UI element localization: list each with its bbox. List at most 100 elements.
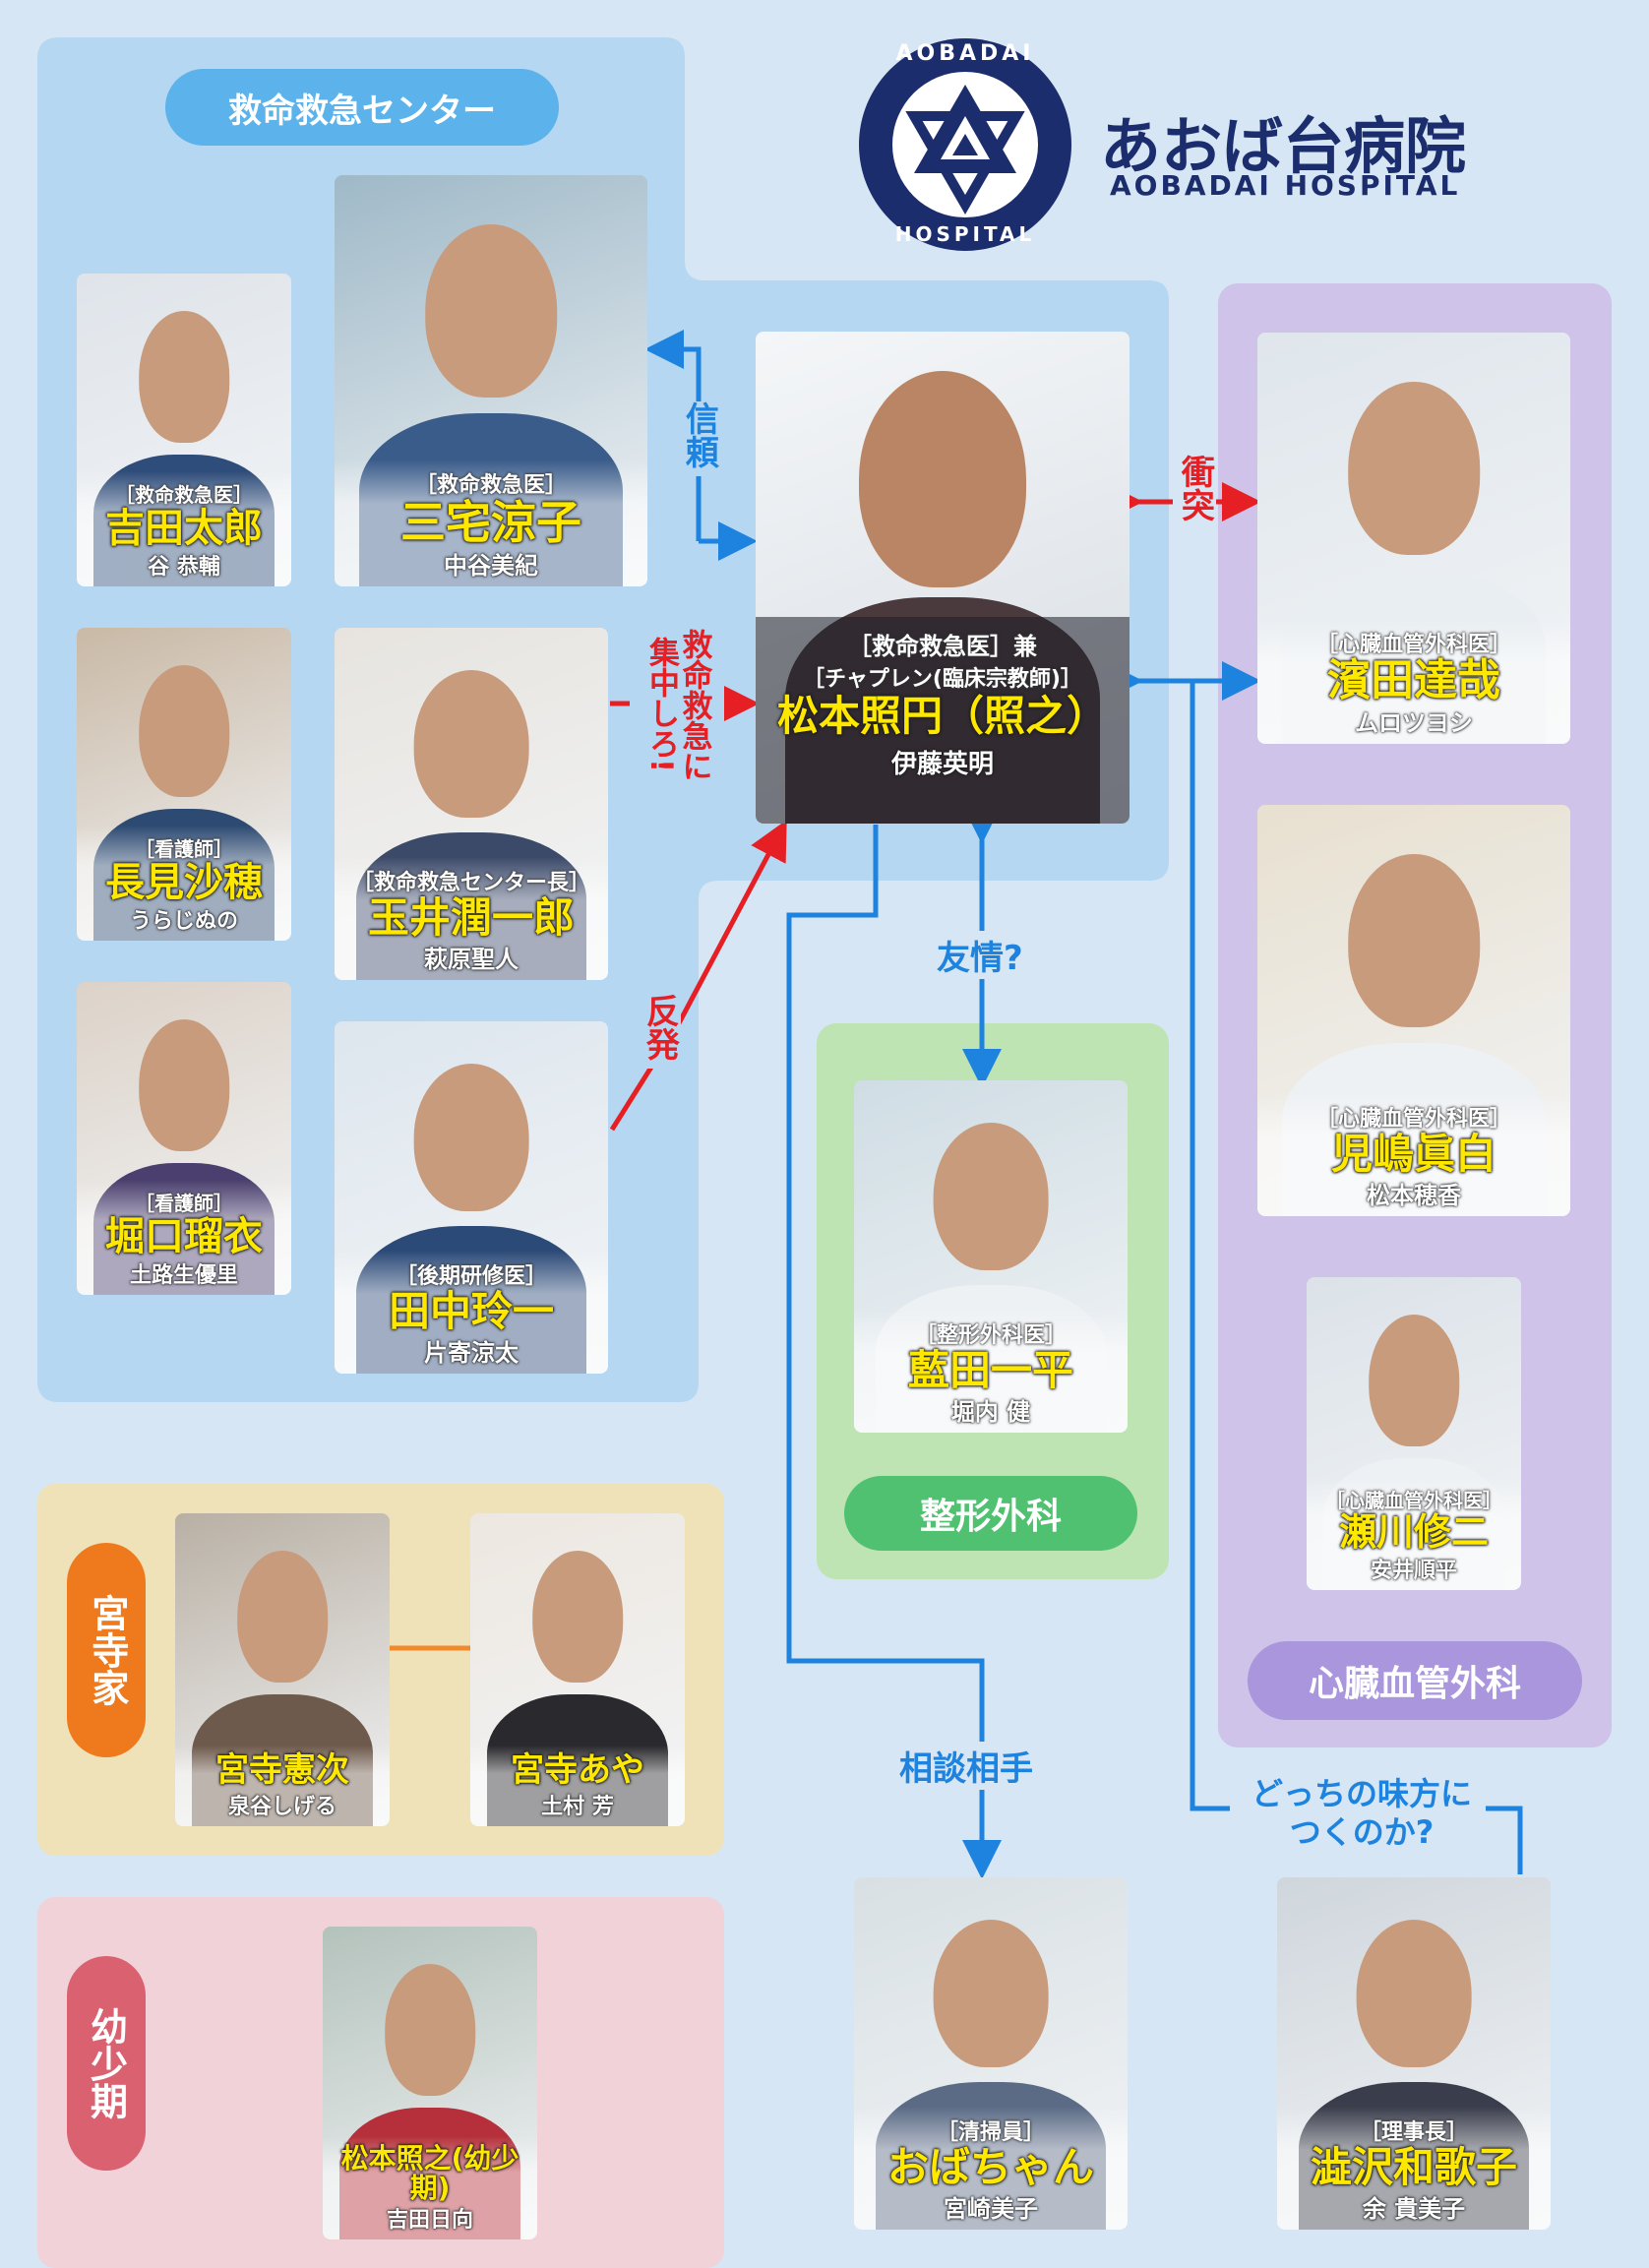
actor-horiguchi: 土路生優里 <box>129 1263 238 1288</box>
role-horiguchi: ［看護師］ <box>135 1192 233 1215</box>
actor-matsumoto: 伊藤英明 <box>890 750 994 780</box>
actor-tanaka: 片寄涼太 <box>424 1339 519 1367</box>
rebel-connector <box>609 820 787 1132</box>
portrait-head <box>139 1019 229 1151</box>
childhood-pill-label: 幼少期 <box>84 2007 128 2119</box>
name-kojima: 児嶋眞白 <box>1330 1129 1496 1178</box>
caption-yoshida: ［救命救急医］吉田太郎谷 恭輔 <box>77 471 291 586</box>
actor-obachan: 宮崎美子 <box>944 2195 1038 2223</box>
rebel-label: 反発 <box>638 994 681 1069</box>
emergency-center-pill: 救命救急センター <box>165 69 559 146</box>
side-connector <box>1190 681 1523 1874</box>
focus-label-text: 救命救急に集中しろ! <box>643 628 712 781</box>
portrait-head <box>532 1551 623 1683</box>
role-obachan: ［清掃員］ <box>936 2119 1045 2145</box>
actor-nagami: うらじぬの <box>129 909 238 934</box>
name-tanaka: 田中玲一 <box>388 1286 554 1335</box>
orthopedics-pill: 整形外科 <box>844 1476 1137 1551</box>
portrait-head <box>933 1122 1049 1271</box>
character-card-segawa[interactable]: ［心臓血管外科医］瀬川修二安井順平 <box>1307 1277 1521 1590</box>
character-card-hamada[interactable]: ［心臓血管外科医］濱田達哉ムロツヨシ <box>1257 333 1570 744</box>
name-matsumoto: 松本照円（照之） <box>776 692 1108 740</box>
cardio-pill: 心臓血管外科 <box>1248 1641 1582 1720</box>
character-card-shibusawa[interactable]: ［理事長］澁沢和歌子余 貴美子 <box>1277 1877 1551 2230</box>
name-horiguchi: 堀口瑠衣 <box>105 1214 263 1259</box>
character-card-tamai[interactable]: ［救命救急センター長］玉井潤一郎萩原聖人 <box>335 628 608 980</box>
role-yoshida: ［救命救急医］ <box>115 483 253 507</box>
side-label-line2: つくのか? <box>1289 1813 1435 1852</box>
trust-connector-top <box>644 330 702 413</box>
rebel-label-text: 反発 <box>640 994 680 1061</box>
name-aya: 宮寺あや <box>511 1750 644 1791</box>
character-card-kojima[interactable]: ［心臓血管外科医］児嶋眞白松本穂香 <box>1257 805 1570 1216</box>
actor-segawa: 安井順平 <box>1370 1559 1457 1583</box>
caption-horiguchi: ［看護師］堀口瑠衣土路生優里 <box>77 1180 291 1295</box>
character-card-kenji[interactable]: 宮寺憲次泉谷しげる <box>175 1513 390 1826</box>
caption-obachan: ［清掃員］おばちゃん宮崎美子 <box>854 2106 1128 2230</box>
role-tamai: ［救命救急センター長］ <box>351 870 590 895</box>
name-segawa: 瀬川修二 <box>1338 1510 1489 1555</box>
emblem-text-bottom: HOSPITAL <box>894 222 1036 246</box>
consult-connector <box>786 825 1002 1879</box>
caption-miyake: ［救命救急医］三宅涼子中谷美紀 <box>335 459 647 586</box>
caption-tamai: ［救命救急センター長］玉井潤一郎萩原聖人 <box>335 856 608 980</box>
character-card-horiguchi[interactable]: ［看護師］堀口瑠衣土路生優里 <box>77 982 291 1295</box>
portrait-head <box>1348 382 1480 555</box>
portrait-head <box>413 1063 529 1212</box>
character-card-nagami[interactable]: ［看護師］長見沙穂うらじぬの <box>77 628 291 941</box>
caption-shibusawa: ［理事長］澁沢和歌子余 貴美子 <box>1277 2106 1551 2230</box>
caption-segawa: ［心臓血管外科医］瀬川修二安井順平 <box>1307 1477 1521 1590</box>
role-shibusawa: ［理事長］ <box>1359 2119 1468 2145</box>
actor-aya: 土村 芳 <box>541 1795 614 1819</box>
actor-aida: 堀内 健 <box>950 1398 1031 1426</box>
portrait-head <box>385 1964 475 2096</box>
caption-tanaka: ［後期研修医］田中玲一片寄涼太 <box>335 1250 608 1374</box>
character-card-tanaka[interactable]: ［後期研修医］田中玲一片寄涼太 <box>335 1021 608 1374</box>
actor-yoshida: 谷 恭輔 <box>148 555 220 580</box>
trust-label-text: 信頼 <box>679 401 719 468</box>
name-hamada: 濱田達哉 <box>1327 654 1500 705</box>
role-matsumoto-1: ［救命救急医］兼 <box>848 633 1037 660</box>
character-card-aya[interactable]: 宮寺あや土村 芳 <box>470 1513 685 1826</box>
emblem-text-top: AOBADAI <box>895 41 1035 66</box>
name-shibusawa: 澁沢和歌子 <box>1310 2142 1517 2191</box>
portrait-head <box>237 1551 328 1683</box>
miyadera-pill-label: 宮寺家 <box>85 1594 129 1706</box>
actor-shibusawa: 余 貴美子 <box>1362 2195 1466 2223</box>
conflict-label: 衝突 <box>1173 455 1216 529</box>
caption-matsumoto: ［救命救急医］兼 ［チャプレン(臨床宗教師)］ 松本照円（照之） 伊藤英明 <box>756 617 1130 824</box>
character-card-yoshida[interactable]: ［救命救急医］吉田太郎谷 恭輔 <box>77 274 291 586</box>
hospital-name: あおば台病院 <box>1100 110 1467 182</box>
caption-kojima: ［心臓血管外科医］児嶋眞白松本穂香 <box>1257 1092 1570 1216</box>
character-card-teruyuki-young[interactable]: 松本照之(幼少期)吉田日向 <box>323 1927 537 2239</box>
role-hamada: ［心臓血管外科医］ <box>1315 632 1511 657</box>
name-kenji: 宮寺憲次 <box>215 1750 349 1791</box>
caption-hamada: ［心臓血管外科医］濱田達哉ムロツヨシ <box>1257 618 1570 744</box>
role-kojima: ［心臓血管外科医］ <box>1315 1106 1511 1132</box>
hospital-name-en: AOBADAI HOSPITAL <box>1110 169 1461 202</box>
portrait-head <box>139 665 229 797</box>
name-obachan: おばちゃん <box>886 2142 1094 2191</box>
portrait-head <box>859 371 1026 587</box>
actor-tamai: 萩原聖人 <box>424 946 519 973</box>
caption-aya: 宮寺あや土村 芳 <box>470 1746 685 1826</box>
actor-kojima: 松本穂香 <box>1367 1182 1461 1209</box>
caption-teruyuki-young: 松本照之(幼少期)吉田日向 <box>323 2136 537 2239</box>
character-card-miyake[interactable]: ［救命救急医］三宅涼子中谷美紀 <box>335 175 647 586</box>
role-matsumoto-2: ［チャプレン(臨床宗教師)］ <box>803 667 1082 692</box>
childhood-pill: 幼少期 <box>67 1956 146 2171</box>
trust-label: 信頼 <box>677 401 720 476</box>
character-card-aida[interactable]: ［整形外科医］藍田一平堀内 健 <box>854 1080 1128 1433</box>
conflict-label-text: 衝突 <box>1175 455 1215 521</box>
focus-label: 救命救急に集中しろ! <box>630 618 724 795</box>
actor-kenji: 泉谷しげる <box>227 1795 336 1819</box>
character-card-obachan[interactable]: ［清掃員］おばちゃん宮崎美子 <box>854 1877 1128 2230</box>
side-label-line1: どっちの味方に <box>1251 1775 1472 1812</box>
actor-miyake: 中谷美紀 <box>444 552 538 580</box>
portrait-head <box>1356 1919 1472 2068</box>
character-card-matsumoto[interactable]: ［救命救急医］兼 ［チャプレン(臨床宗教師)］ 松本照円（照之） 伊藤英明 <box>756 332 1130 824</box>
name-nagami: 長見沙穂 <box>105 860 263 905</box>
portrait-head <box>425 224 557 398</box>
portrait-head <box>139 311 229 443</box>
role-miyake: ［救命救急医］ <box>414 472 567 498</box>
